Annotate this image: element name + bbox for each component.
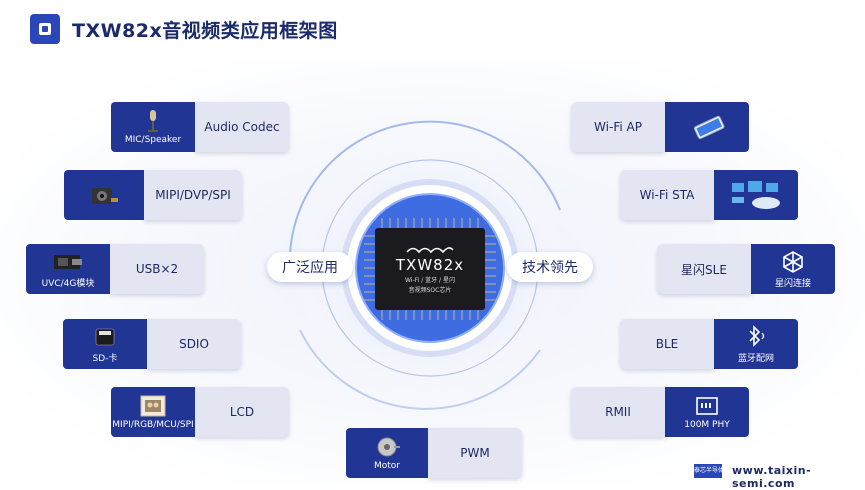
cloud-network-icon (724, 178, 788, 212)
sle-star-icon (775, 250, 811, 274)
card-caption: SD-卡 (92, 353, 118, 364)
wide-application-pill: 广泛应用 (267, 252, 353, 282)
card-label-panel: 星闪SLE (657, 244, 751, 294)
card-pwm: Motor PWM (346, 428, 522, 478)
txw82x-chip: TXW82x Wi-Fi / 蓝牙 / 星闪 音视频SOC芯片 (375, 228, 485, 310)
card-label: LCD (229, 405, 255, 419)
card-label: 星闪SLE (681, 262, 727, 277)
motor-icon (369, 435, 405, 459)
pill-label-left: 广泛应用 (282, 260, 338, 276)
card-dark-panel (714, 170, 798, 220)
card-label: RMII (605, 405, 631, 419)
card-ble: BLE 蓝牙配网 (620, 319, 798, 369)
card-wifi-ap: Wi-Fi AP (571, 102, 749, 152)
camera-module-icon (86, 178, 122, 212)
card-dark-panel: SD-卡 (63, 319, 147, 369)
card-label: Audio Codec (204, 120, 280, 134)
card-label-panel: Wi-Fi AP (571, 102, 665, 152)
card-label-panel: Audio Codec (195, 102, 289, 152)
card-label-panel: BLE (620, 319, 714, 369)
wave-logo-icon (406, 247, 454, 254)
card-dark-panel (64, 170, 144, 220)
card-rmii: RMII 100M PHY (571, 387, 749, 437)
card-usb: UVC/4G模块 USB×2 (26, 244, 204, 294)
usb-module-icon (50, 250, 86, 274)
card-dark-panel: 蓝牙配网 (714, 319, 798, 369)
card-label-panel: Wi-Fi STA (620, 170, 714, 220)
card-audio-codec: MIC/Speaker Audio Codec (111, 102, 289, 152)
lcd-photo-icon (135, 394, 171, 418)
chip-subtitle-2: 音视频SOC芯片 (408, 287, 452, 294)
company-logo-text: 泰芯半导体 (694, 467, 725, 474)
card-dark-panel (665, 102, 749, 152)
tech-leading-pill: 技术领先 (507, 252, 593, 282)
page-title: TXW82x音视频类应用框架图 (72, 19, 338, 42)
company-url: www.taixin-semi.com (732, 464, 812, 490)
microphone-icon (135, 109, 171, 133)
card-caption: UVC/4G模块 (41, 278, 95, 289)
pill-label-right: 技术领先 (522, 260, 578, 276)
card-mipi-dvp-spi: MIPI/DVP/SPI (64, 170, 242, 220)
card-dark-panel: Motor (346, 428, 428, 478)
card-label: Wi-Fi STA (639, 188, 695, 202)
card-label-panel: USB×2 (110, 244, 204, 294)
card-label-panel: PWM (428, 428, 522, 478)
card-caption: 星闪连接 (774, 278, 811, 289)
card-caption: 100M PHY (684, 420, 730, 430)
chip-logo-icon (30, 14, 60, 44)
card-dark-panel: UVC/4G模块 (26, 244, 110, 294)
company-logo: 泰芯半导体 (694, 464, 725, 478)
header: TXW82x音视频类应用框架图 (30, 14, 338, 44)
card-label-panel: MIPI/DVP/SPI (144, 170, 242, 220)
sd-card-icon (87, 325, 123, 349)
card-sdio: SD-卡 SDIO (63, 319, 241, 369)
bluetooth-icon (738, 324, 774, 349)
card-lcd: MIPI/RGB/MCU/SPI LCD (111, 387, 289, 437)
card-caption: MIC/Speaker (124, 135, 182, 145)
card-dark-panel: 星闪连接 (751, 244, 835, 294)
chip-pins (364, 218, 496, 320)
card-label: Wi-Fi AP (594, 120, 642, 134)
card-label: SDIO (179, 337, 209, 351)
card-label-panel: SDIO (147, 319, 241, 369)
card-label: BLE (655, 337, 679, 351)
card-label-panel: LCD (195, 387, 289, 437)
card-label: MIPI/DVP/SPI (155, 188, 231, 202)
card-dark-panel: MIPI/RGB/MCU/SPI (111, 387, 195, 437)
card-caption: MIPI/RGB/MCU/SPI (112, 420, 194, 430)
chip-subtitle-1: Wi-Fi / 蓝牙 / 星闪 (405, 277, 455, 284)
card-label: USB×2 (135, 262, 179, 276)
card-dark-panel: MIC/Speaker (111, 102, 195, 152)
card-caption: 蓝牙配网 (737, 353, 774, 364)
ethernet-port-icon (689, 394, 725, 418)
card-sle: 星闪SLE 星闪连接 (657, 244, 835, 294)
card-dark-panel: 100M PHY (665, 387, 749, 437)
chip-name: TXW82x (395, 256, 465, 274)
card-label: PWM (460, 446, 490, 460)
card-wifi-sta: Wi-Fi STA (620, 170, 798, 220)
card-label-panel: RMII (571, 387, 665, 437)
card-caption: Motor (373, 461, 400, 471)
smartphone-icon (689, 115, 725, 140)
